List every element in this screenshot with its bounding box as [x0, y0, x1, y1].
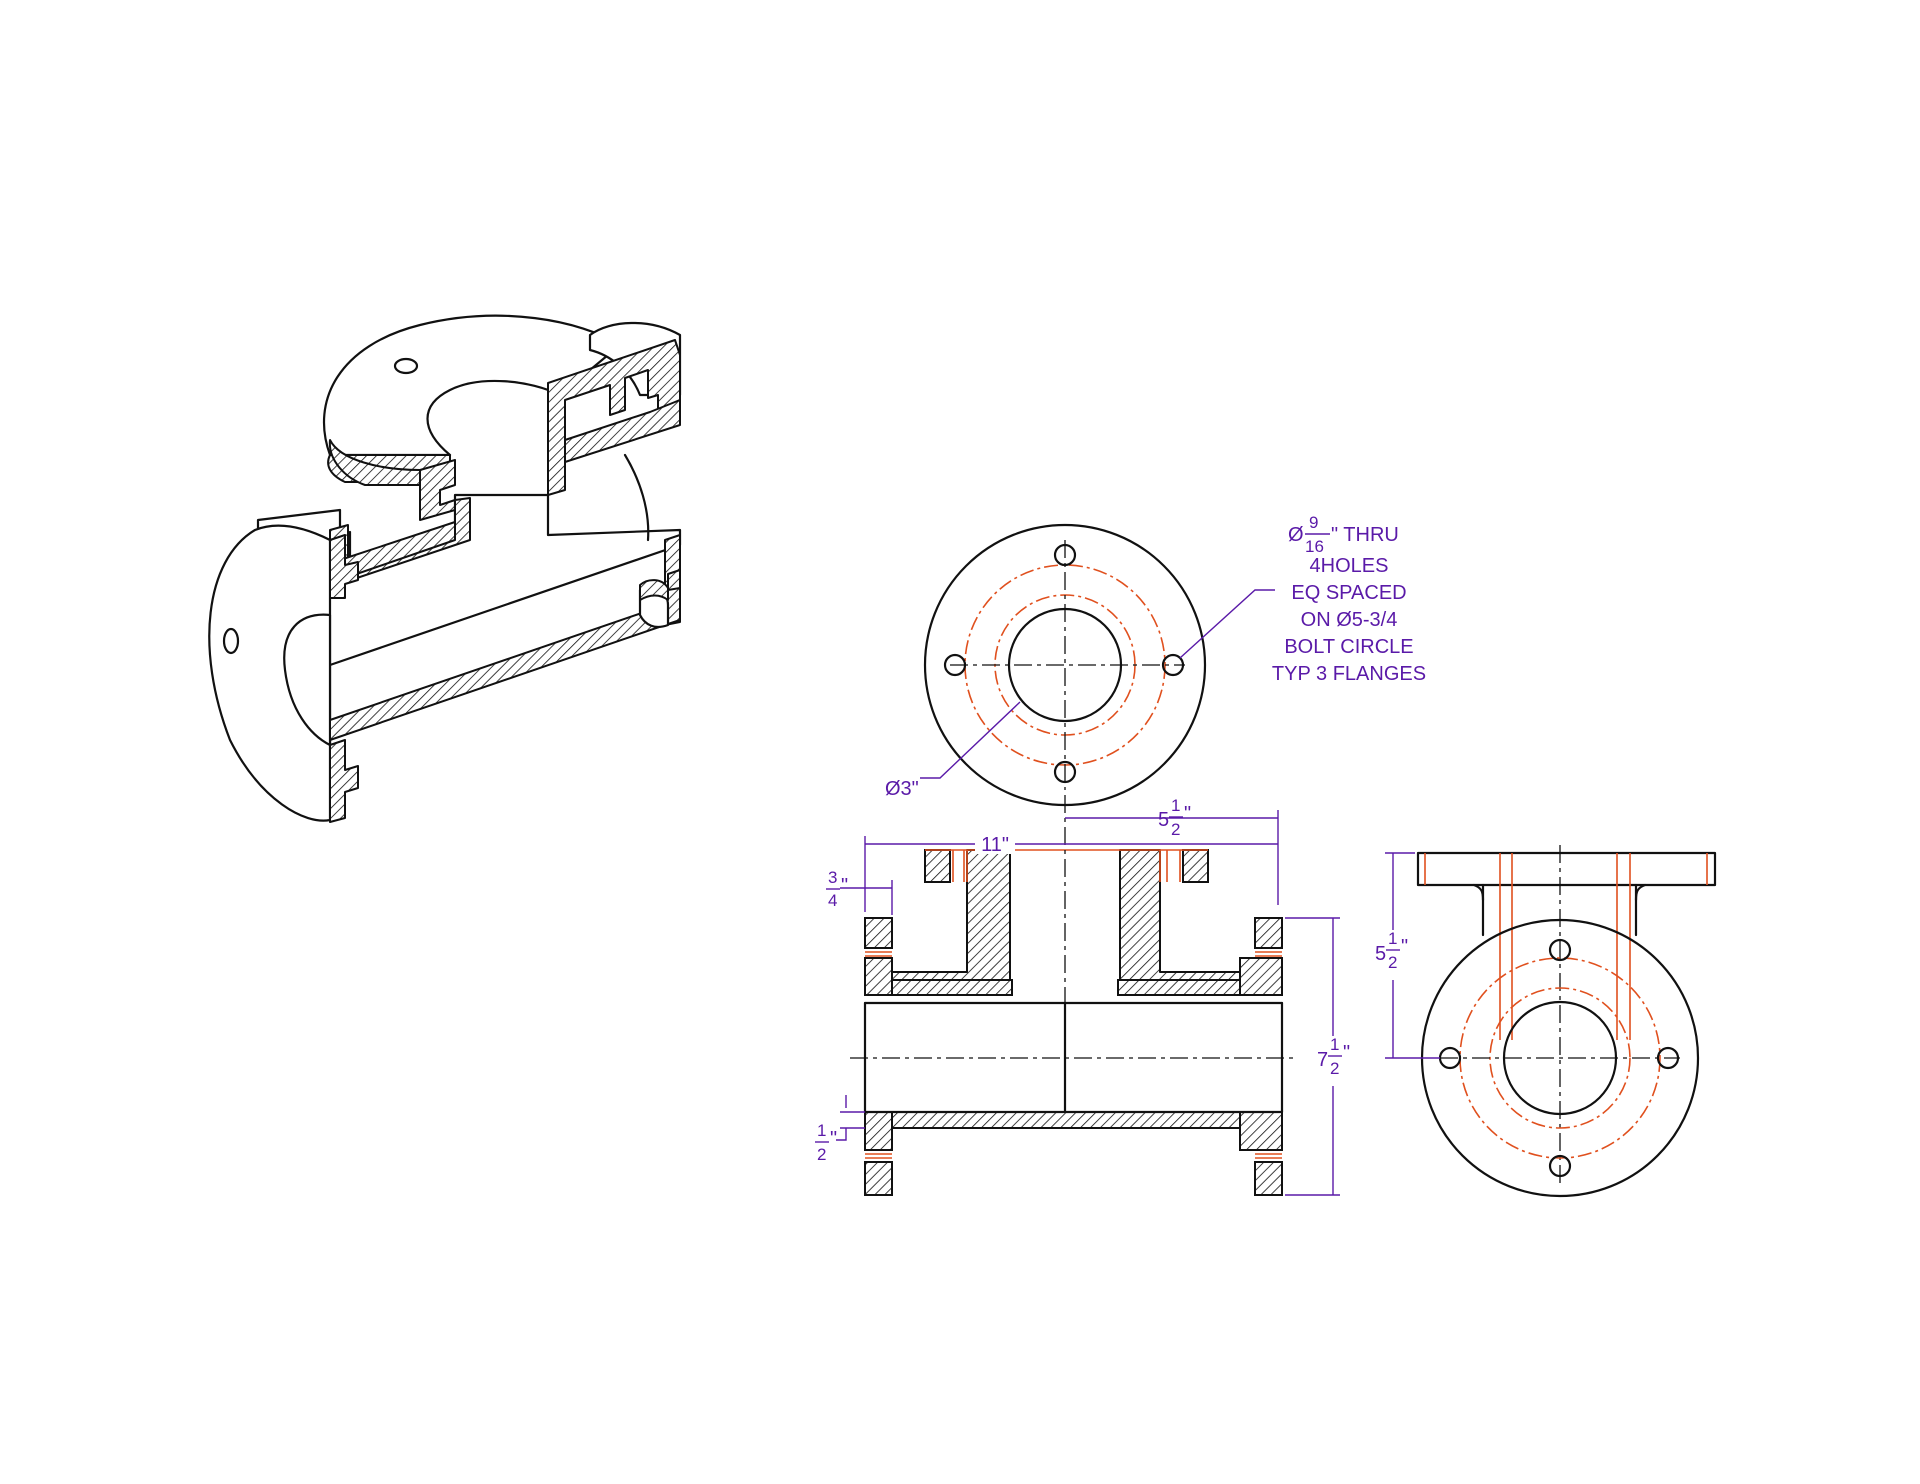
front-section-view [850, 795, 1295, 1196]
dim-overall-length: 11" [981, 834, 1009, 856]
iso-body-back-curve [623, 453, 650, 542]
branch-flange-right-outer [1182, 849, 1209, 883]
dim-wall-thickness-den: 2 [817, 1145, 826, 1164]
body-upper-wall-left [891, 979, 1013, 996]
front-view-dimensions: 5 1 2 " 11" 3 4 " 1 2 " 7 1 2 " [815, 796, 1355, 1196]
body-lower-wall [891, 1111, 1241, 1129]
dim-wall-thickness-leader [836, 1128, 847, 1141]
hole-callout-line-5: TYP 3 FLANGES [1272, 663, 1426, 685]
hole-callout-leader [1179, 589, 1275, 659]
dim-overall-height-whole: 7 [1317, 1049, 1328, 1071]
iso-branch-section-left [419, 459, 456, 521]
dim-branch-height-unit: " [1401, 936, 1408, 958]
dim-half-length-unit: " [1184, 803, 1191, 825]
dim-wall-thickness-num: 1 [817, 1121, 826, 1140]
dim-overall-height-num: 1 [1330, 1035, 1339, 1054]
hole-callout-line-3: ON Ø5-3/4 [1301, 609, 1398, 631]
dim-overall-length-bg [975, 832, 1015, 854]
left-flange-mid-upper [864, 957, 893, 996]
top-view [920, 523, 1275, 807]
hole-callout-line-2: EQ SPACED [1291, 582, 1406, 604]
dim-branch-height-bg [1373, 930, 1415, 980]
dim-half-length-whole: 5 [1158, 809, 1169, 831]
iso-left-bore [283, 613, 332, 747]
bore-callout-leader [920, 701, 1021, 779]
side-view-bolt-hole-top [1548, 938, 1572, 962]
right-flange-mid-lower [1239, 1111, 1283, 1151]
side-view: 5 1 2 " [1373, 845, 1717, 1198]
side-view-neck-fillet-left [1472, 883, 1485, 902]
dim-branch-height-den: 2 [1388, 953, 1397, 972]
iso-bolt-hole-left [222, 627, 240, 655]
iso-left-flange-bottom-section [329, 739, 359, 823]
right-flange-lower [1254, 1161, 1283, 1196]
dim-half-length-num: 1 [1171, 796, 1180, 815]
iso-branch-inner-wall [564, 399, 681, 463]
dim-branch-height-whole: 5 [1375, 943, 1386, 965]
dim-branch-height-num: 1 [1388, 929, 1397, 948]
iso-right-flange-small [639, 579, 669, 601]
iso-left-flange-top-section [329, 534, 359, 599]
left-flange-lower [864, 1161, 893, 1196]
left-flange-mid-lower [864, 1111, 893, 1151]
hole-callout-line-1: 4HOLES [1310, 555, 1389, 577]
hole-callout-line-4: BOLT CIRCLE [1284, 636, 1413, 658]
hole-callout-num: 9 [1309, 513, 1318, 532]
hole-callout-prefix: Ø [1288, 524, 1304, 546]
branch-flange-left-outer [924, 849, 951, 883]
dim-flange-thickness-unit: " [841, 875, 848, 897]
dim-overall-height-bg [1315, 1036, 1355, 1086]
left-flange-upper [864, 917, 893, 949]
body-upper-wall-right [1117, 979, 1241, 996]
side-view-bolt-hole-bottom [1548, 1154, 1572, 1178]
side-view-branch-flange [1416, 851, 1717, 887]
dim-half-length-den: 2 [1171, 820, 1180, 839]
dim-overall-height-unit: " [1343, 1042, 1350, 1064]
right-flange-mid-upper [1239, 957, 1283, 996]
iso-left-flange-face [208, 524, 332, 822]
side-view-neck-fillet-right [1634, 883, 1647, 902]
hole-callout-suffix: " THRU [1331, 524, 1399, 546]
bore-callout: Ø3" [885, 778, 919, 800]
dim-flange-thickness-num: 3 [828, 868, 837, 887]
isometric-section-view [208, 314, 682, 823]
right-flange-upper [1254, 917, 1283, 949]
hole-callout-den: 16 [1305, 537, 1324, 556]
iso-bolt-hole-top [393, 357, 419, 375]
hole-callout: Ø 9 16 " THRU 4HOLES EQ SPACED ON Ø5-3/4… [1272, 513, 1426, 685]
dim-overall-height-den: 2 [1330, 1059, 1339, 1078]
dim-flange-thickness-den: 4 [828, 891, 837, 910]
dim-wall-thickness-unit: " [830, 1128, 837, 1150]
